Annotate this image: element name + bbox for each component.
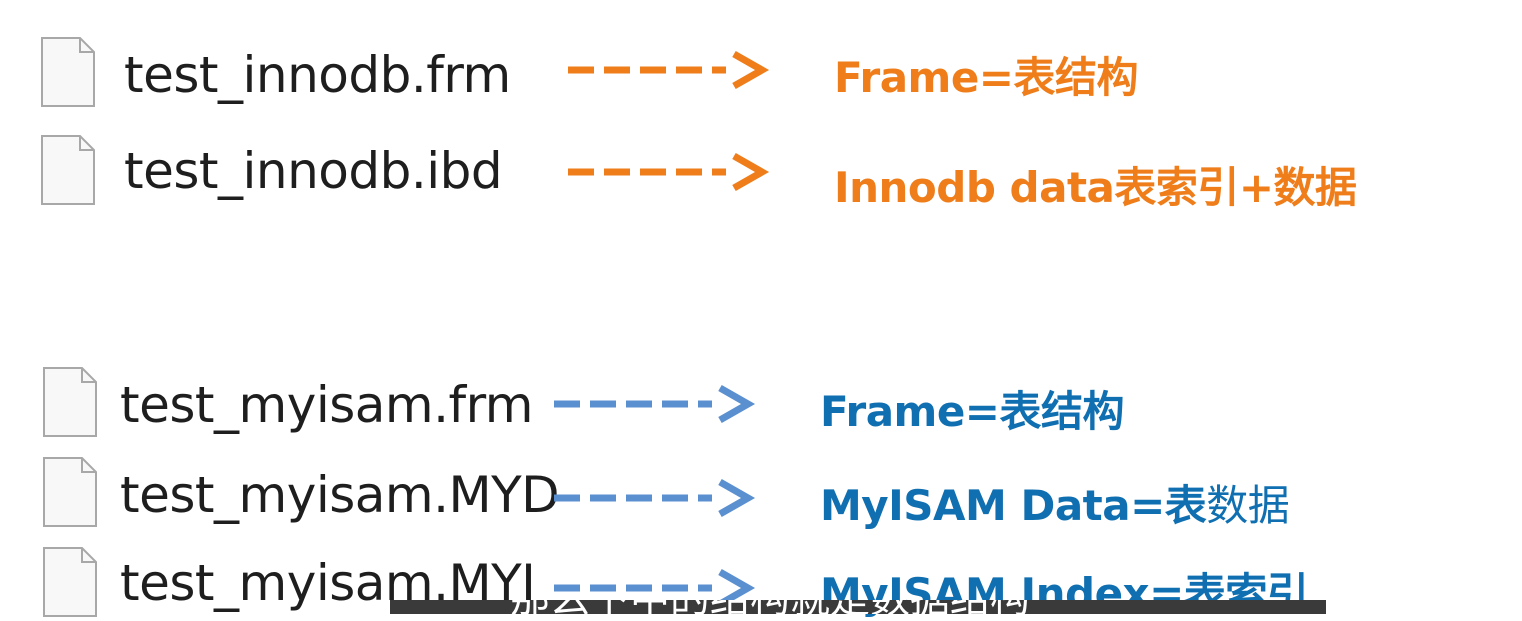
file-name: test_myisam.MYD — [120, 466, 560, 524]
file-description: Frame=表结构 — [820, 387, 1125, 436]
file-icon — [43, 547, 97, 617]
dashed-arrow-icon — [568, 152, 770, 192]
description-normal: 数据 — [1206, 481, 1290, 530]
file-icon — [41, 37, 95, 107]
description-bold: MyISAM Data=表 — [820, 481, 1207, 530]
file-name: test_innodb.frm — [124, 46, 511, 104]
subtitle-text: 那么下中的结构就是数据结构 — [510, 600, 1030, 614]
file-name: test_innodb.ibd — [124, 142, 503, 200]
dashed-arrow-icon — [554, 568, 756, 608]
file-description: Frame=表结构 — [834, 53, 1139, 102]
file-description: MyISAM Data=表数据 — [820, 472, 1290, 533]
file-icon — [41, 135, 95, 205]
file-icon — [43, 457, 97, 527]
dashed-arrow-icon — [554, 384, 756, 424]
dashed-arrow-icon — [554, 478, 756, 518]
subtitle-bar: 那么下中的结构就是数据结构 — [390, 600, 1326, 614]
dashed-arrow-icon — [568, 50, 770, 90]
file-icon — [43, 367, 97, 437]
file-description: Innodb data表索引+数据 — [834, 163, 1357, 212]
file-name: test_myisam.frm — [120, 376, 533, 434]
